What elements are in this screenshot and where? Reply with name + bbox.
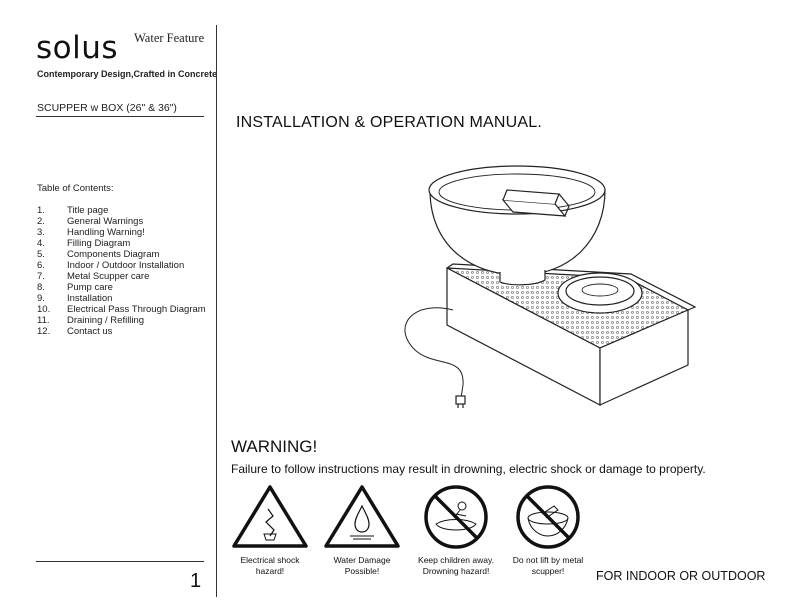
vertical-divider bbox=[216, 25, 217, 597]
toc-item: 4.Filling Diagram bbox=[37, 238, 131, 249]
water-damage-icon bbox=[324, 485, 400, 548]
warning-text: Failure to follow instructions may resul… bbox=[231, 462, 706, 476]
warning-title: WARNING! bbox=[231, 437, 318, 456]
toc-item: 11.Draining / Refilling bbox=[37, 315, 145, 326]
toc-item: 1.Title page bbox=[37, 205, 109, 216]
toc-item: 9.Installation bbox=[37, 293, 113, 304]
toc-item: 2.General Warnings bbox=[37, 216, 144, 227]
brand-logo: solus bbox=[36, 30, 119, 66]
no-lift-scupper-icon bbox=[516, 485, 580, 549]
product-illustration bbox=[404, 165, 697, 408]
toc-item: 3.Handling Warning! bbox=[37, 227, 145, 238]
manual-title: INSTALLATION & OPERATION MANUAL. bbox=[236, 114, 543, 131]
toc-title: Table of Contents: bbox=[37, 183, 114, 194]
toc-item: 6.Indoor / Outdoor Installation bbox=[37, 260, 185, 271]
sidebar-divider-bottom bbox=[36, 561, 204, 562]
toc-item: 5.Components Diagram bbox=[37, 249, 160, 260]
toc-item: 8.Pump care bbox=[37, 282, 113, 293]
electric-shock-icon bbox=[232, 485, 308, 548]
sign-label-electric: Electrical shock hazard! bbox=[240, 555, 300, 576]
sign-label-water: Water Damage Possible! bbox=[333, 555, 391, 576]
brand-feature: Water Feature bbox=[134, 31, 205, 45]
table-of-contents: 1.Title page 2.General Warnings 3.Handli… bbox=[37, 205, 206, 337]
toc-item: 10.Electrical Pass Through Diagram bbox=[37, 304, 206, 315]
brand-tagline: Contemporary Design,Crafted in Concrete bbox=[37, 69, 218, 79]
indoor-outdoor-note: FOR INDOOR OR OUTDOOR bbox=[596, 569, 766, 583]
no-children-icon bbox=[424, 485, 488, 549]
page-number: 1 bbox=[190, 570, 202, 592]
sidebar-divider-top bbox=[36, 116, 204, 117]
sign-label-children: Keep children away. Drowning hazard! bbox=[418, 555, 494, 576]
model-name: SCUPPER w BOX (26" & 36") bbox=[37, 102, 177, 114]
toc-item: 12.Contact us bbox=[37, 326, 113, 337]
sign-label-lift: Do not lift by metal scupper! bbox=[512, 555, 584, 576]
toc-item: 7.Metal Scupper care bbox=[37, 271, 150, 282]
